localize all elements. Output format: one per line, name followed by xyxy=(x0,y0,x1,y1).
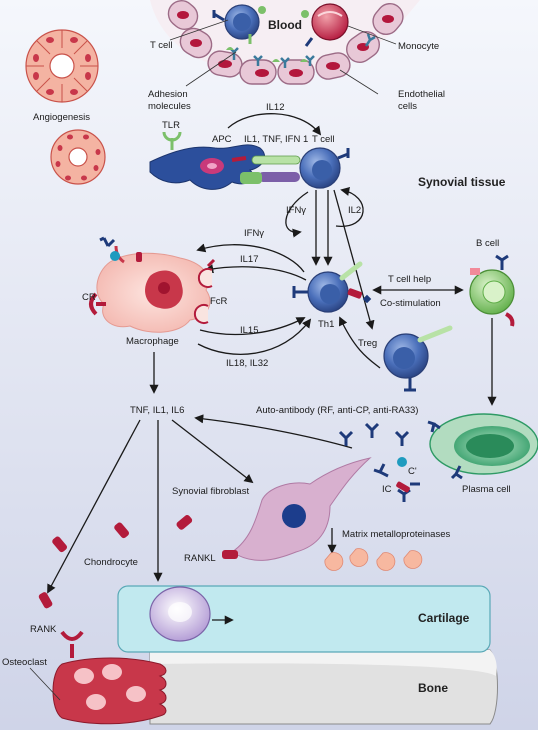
synovial-tissue-label: Synovial tissue xyxy=(418,175,506,189)
monocyte-label: Monocyte xyxy=(398,41,439,52)
tlr-label: TLR xyxy=(162,120,180,131)
ifn-gamma-loop-label: IFNγ xyxy=(286,205,306,216)
angiogenesis-vessel-large xyxy=(25,29,99,103)
treg-cell xyxy=(383,325,453,392)
cr-receptor xyxy=(89,292,106,316)
rankl-label: RANKL xyxy=(184,553,216,564)
th1-cell xyxy=(292,261,372,313)
autoantibody-to-cytokines-arrow xyxy=(194,414,353,449)
apc-cell xyxy=(149,144,265,190)
blood-label: Blood xyxy=(268,18,302,32)
co-stimulation-label: Co-stimulation xyxy=(380,298,441,309)
il17-arrow xyxy=(204,264,307,281)
bone-region xyxy=(149,649,498,725)
synovial-t-cell-label: T cell xyxy=(312,134,335,145)
t-cell-help-label: T cell help xyxy=(388,274,431,285)
cartilage-region xyxy=(117,585,491,653)
chondrocyte-label: Chondrocyte xyxy=(84,557,138,568)
bone-label: Bone xyxy=(418,681,448,695)
fcr-label: FcR xyxy=(210,296,228,307)
synovial-fibroblast-label: Synovial fibroblast xyxy=(172,486,249,497)
chondrocyte-cell xyxy=(149,586,211,642)
il15-label: IL15 xyxy=(240,325,259,336)
tlr-receptor xyxy=(162,131,182,150)
blood-vessel xyxy=(150,0,420,85)
rank-receptor xyxy=(60,630,84,658)
tnf-il1-il6-label: TNF, IL1, IL6 xyxy=(130,405,184,416)
plasma-cell-label: Plasma cell xyxy=(462,484,511,495)
osteoclast-label: Osteoclast xyxy=(2,657,47,668)
treg-to-th1-arrow xyxy=(338,316,381,369)
tcell-to-treg-arrow xyxy=(333,189,375,330)
free-cytokines xyxy=(38,515,193,609)
il18-il32-label: IL18, IL32 xyxy=(226,358,268,369)
blood-t-cell-label: T cell xyxy=(150,40,173,51)
il15-arrow xyxy=(199,317,306,336)
c-prime-label: C' xyxy=(408,466,417,477)
b-cell-label: B cell xyxy=(476,238,499,249)
auto-antibody-label: Auto-antibody (RF, anti-CP, anti-RA33) xyxy=(256,405,418,416)
fcr-receptors xyxy=(193,258,216,324)
plasma-cell xyxy=(427,413,538,480)
angiogenesis-label: Angiogenesis xyxy=(33,112,90,123)
apc-label: APC xyxy=(212,134,232,145)
blood-monocyte xyxy=(311,3,349,41)
ifn-gamma-label: IFNγ xyxy=(244,228,264,239)
il17-label: IL17 xyxy=(240,254,259,265)
b-cell xyxy=(469,254,515,327)
ic-label: IC xyxy=(382,484,392,495)
il1-tnf-ifn1-label: IL1, TNF, IFN 1 xyxy=(244,134,308,145)
immune-synapse xyxy=(231,155,301,184)
osteoclast-cell xyxy=(52,657,167,725)
adhesion-line-1: Adhesion xyxy=(148,89,188,100)
il2-loop-arrow xyxy=(335,186,364,227)
il12-label: IL12 xyxy=(266,102,285,113)
complement-c-prime xyxy=(397,457,407,467)
angiogenesis-vessel-small xyxy=(50,129,106,185)
macrophage-label: Macrophage xyxy=(126,336,179,347)
synovial-fibroblast xyxy=(222,457,372,561)
treg-label: Treg xyxy=(358,338,377,349)
ic-bar xyxy=(396,481,410,493)
matrix-mmp-label: Matrix metalloproteinases xyxy=(342,529,450,540)
cartilage-label: Cartilage xyxy=(418,611,470,625)
endothelial-line-1: Endothelial xyxy=(398,89,445,100)
endothelial-line-2: cells xyxy=(398,101,417,112)
cytokines-to-rank-arrow xyxy=(47,419,141,594)
osteoclast-leader xyxy=(29,667,61,701)
rank-label: RANK xyxy=(30,624,57,635)
il12-arrow xyxy=(227,113,322,136)
ifn-gamma-arrow xyxy=(196,243,305,273)
synovial-t-cell xyxy=(299,147,350,189)
cytokines-to-fibroblast-arrow xyxy=(171,419,254,484)
th1-label: Th1 xyxy=(318,319,334,330)
il18-il32-arrow xyxy=(197,318,312,355)
ifn-gamma-loop-arrow xyxy=(285,191,309,238)
macrophage-c-prime-complex xyxy=(99,236,120,261)
cr-label: CR xyxy=(82,292,96,303)
immune-complexes xyxy=(338,422,420,502)
il2-loop-label: IL2 xyxy=(348,205,361,216)
adhesion-line-2: molecules xyxy=(148,101,191,112)
